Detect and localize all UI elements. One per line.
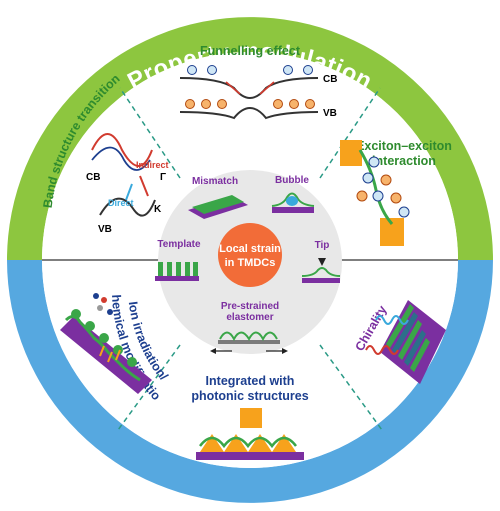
photonic-title-2: photonic structures (191, 389, 308, 403)
bubble-icon (271, 192, 315, 213)
funnelling-title: Funnelling effect (200, 44, 301, 58)
ion-diagram (60, 293, 152, 394)
exciton-diagram (340, 140, 410, 246)
prestrained-label-1: Pre-strained (221, 301, 279, 312)
band-gamma-label: Γ (160, 172, 166, 183)
tip-label: Tip (315, 240, 330, 251)
band-structure-diagram: CB VB Γ K Direct Indirect (86, 133, 169, 235)
core-circle (218, 223, 282, 287)
funnel-vb-label: VB (323, 108, 337, 119)
prestrained-label-2: elastomer (226, 312, 273, 323)
mismatch-icon (188, 195, 248, 219)
photonic-title-1: Integrated with (206, 374, 295, 388)
core-line1: Local strain (219, 243, 281, 255)
elastomer-icon (210, 331, 288, 354)
chirality-diagram (365, 300, 446, 384)
band-vb-label: VB (98, 224, 112, 235)
band-cb-label: CB (86, 172, 100, 183)
mismatch-label: Mismatch (192, 176, 238, 187)
template-icon (155, 262, 199, 281)
funnelling-diagram: CB VB (179, 65, 337, 120)
funnel-cb-label: CB (323, 74, 337, 85)
bubble-label: Bubble (275, 175, 309, 186)
divider-ur (319, 87, 381, 179)
indirect-label: Indirect (136, 160, 169, 170)
divider-ul (119, 87, 181, 179)
band-k-label: K (154, 204, 162, 215)
exciton-title-2: interaction (372, 154, 436, 168)
ring-bottom (7, 260, 493, 503)
template-label: Template (157, 239, 201, 250)
core-line2: in TMDCs (225, 257, 276, 269)
photonic-diagram (196, 408, 304, 460)
exciton-title-1: Exciton–exciton (356, 139, 452, 153)
direct-label: Direct (108, 198, 134, 208)
tip-icon (301, 258, 341, 283)
ring-top (7, 17, 493, 261)
